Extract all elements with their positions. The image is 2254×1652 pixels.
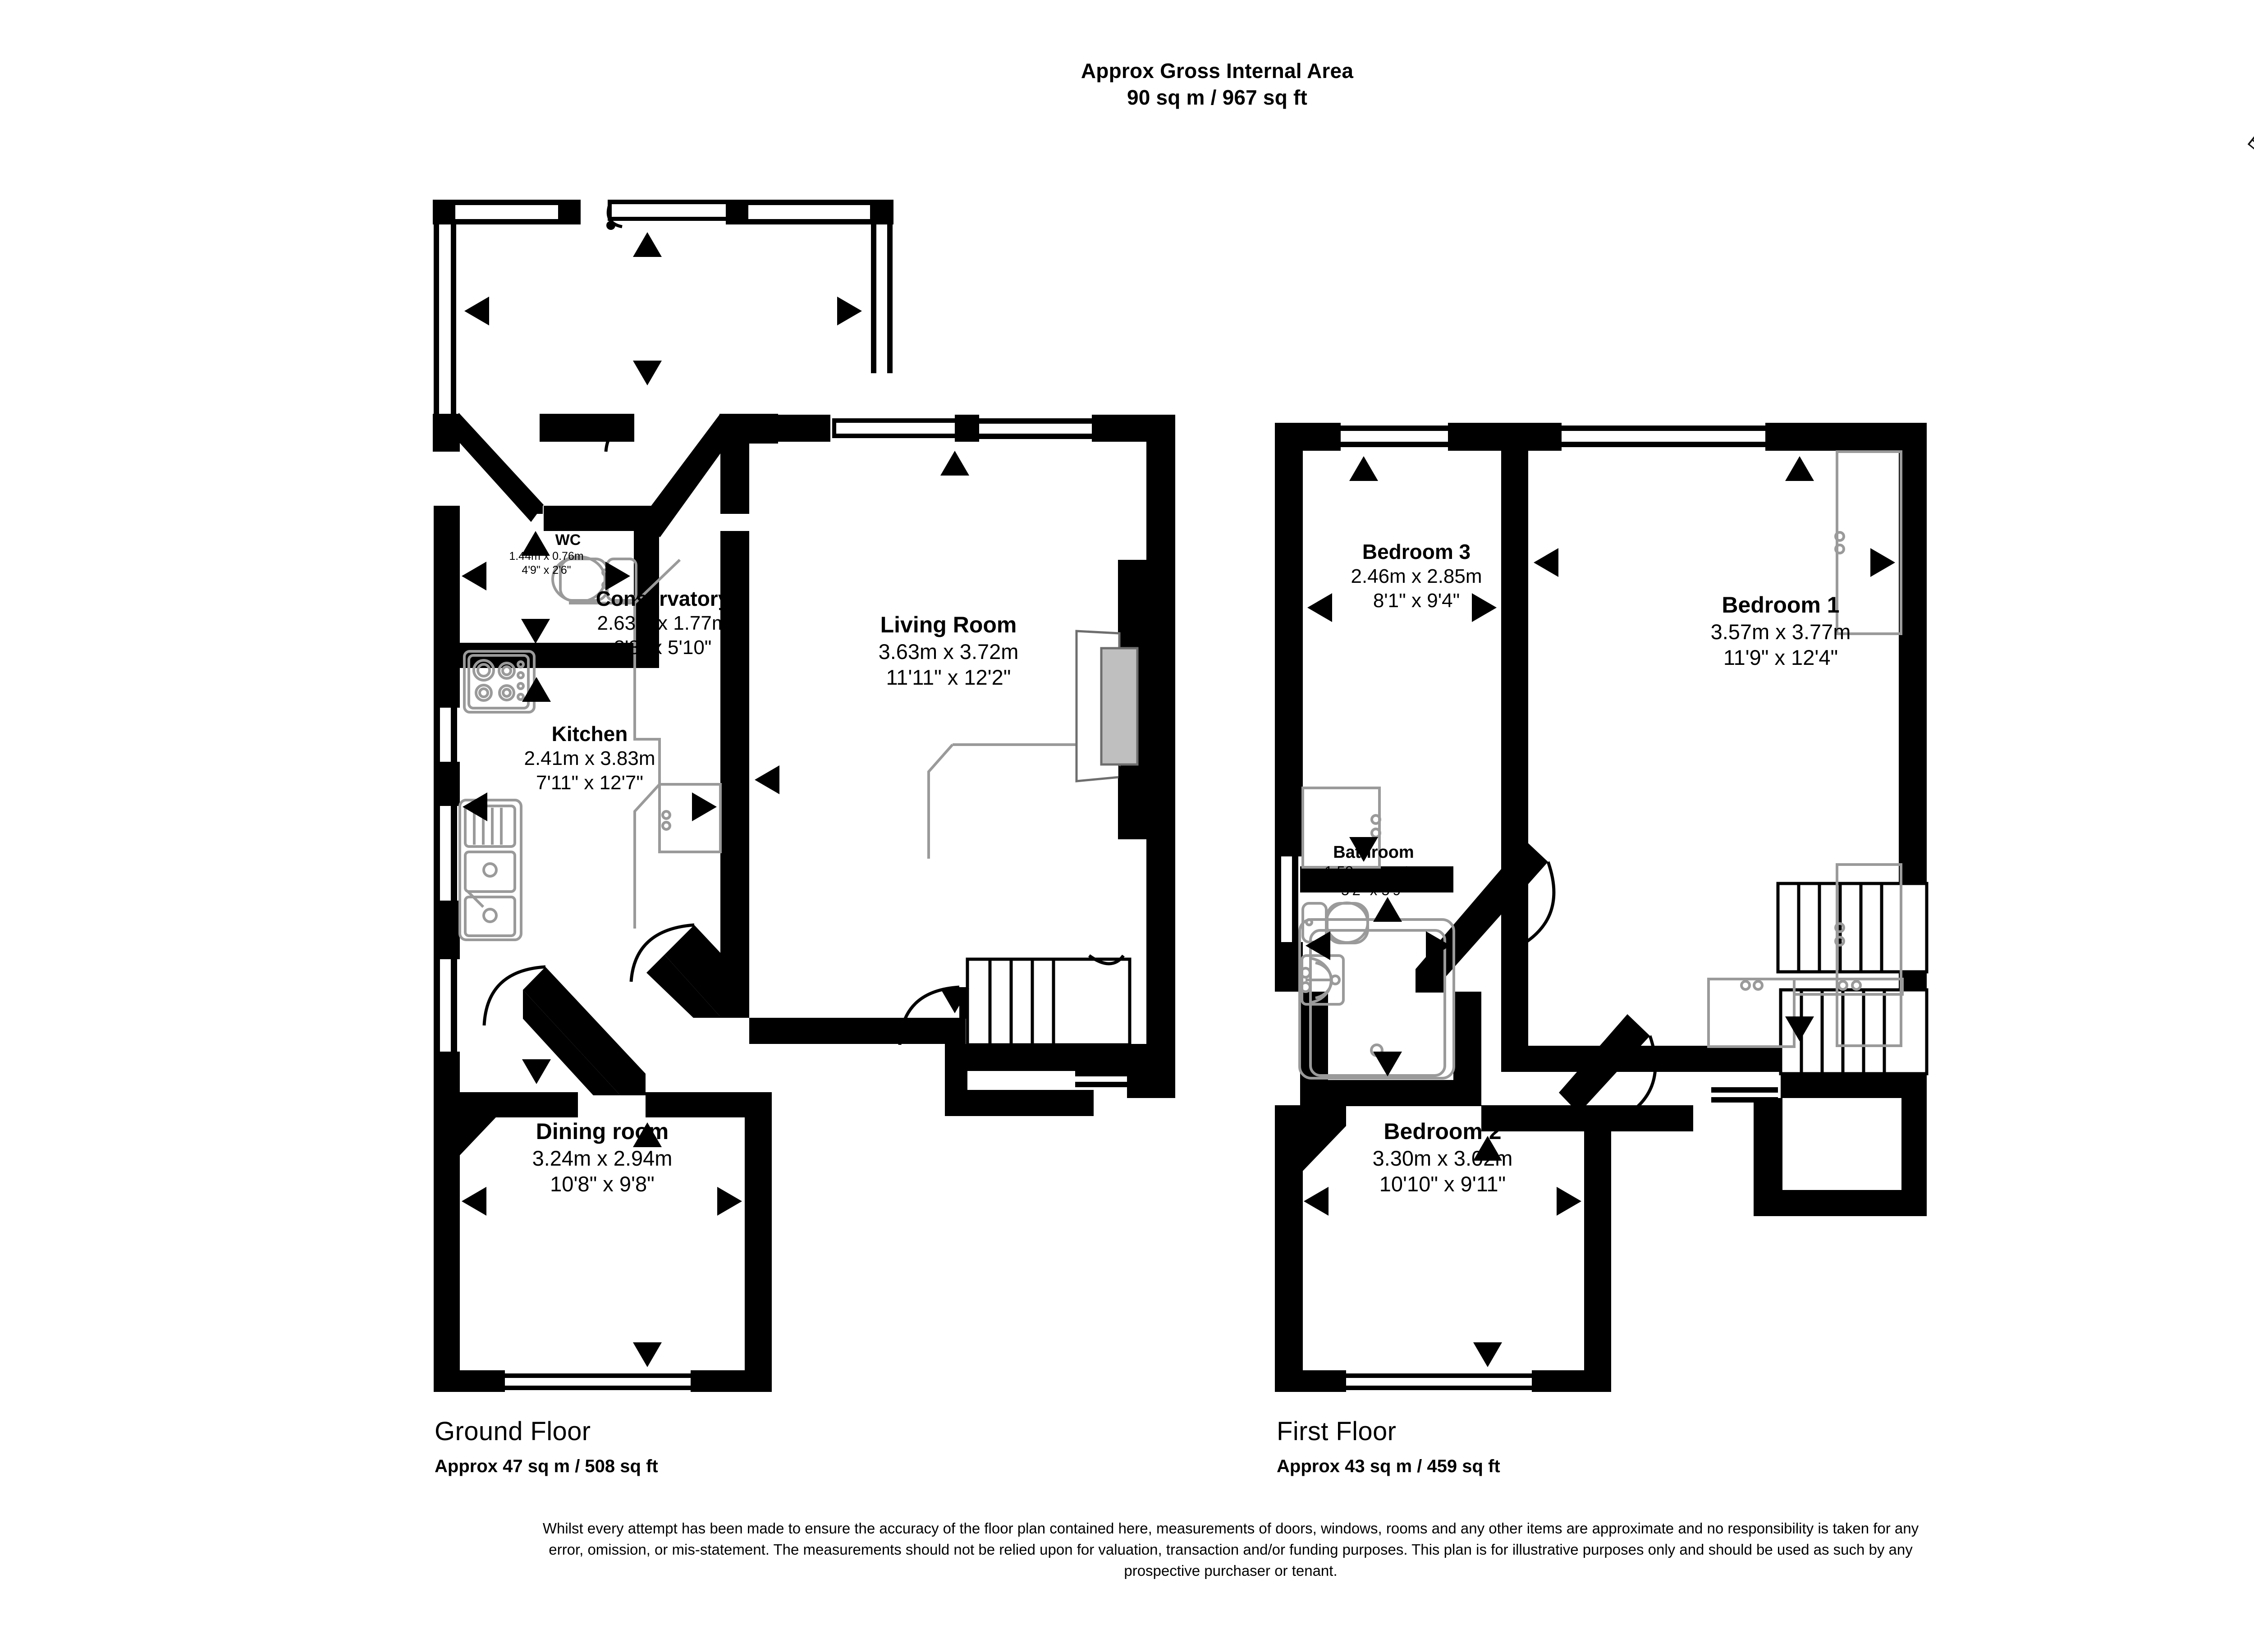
bedroom1-unit bbox=[1707, 978, 1904, 1048]
room-metric: 3.30m x 3.02m bbox=[1372, 1146, 1513, 1170]
room-name: Living Room bbox=[880, 612, 1017, 637]
room-metric: 2.63m x 1.77m bbox=[597, 612, 728, 635]
floor-area: Approx 43 sq m / 459 sq ft bbox=[1277, 1456, 1500, 1476]
living-room-fireplace bbox=[1075, 630, 1139, 783]
room-name: Kitchen bbox=[551, 722, 628, 746]
room-label-living-room: Living Room 3.63m x 3.72m 11'11" x 12'2" bbox=[777, 611, 1120, 691]
gross-area-value: 90 sq m / 967 sq ft bbox=[1127, 85, 1308, 109]
ground-dimension-arrows bbox=[462, 232, 1143, 1367]
room-metric: 1.58m x 1.76m bbox=[1324, 863, 1423, 880]
kitchen-hob-icon bbox=[463, 650, 536, 714]
room-label-wc: WC 1.44m x 0.76m 4'9" x 2'6" bbox=[474, 531, 618, 577]
room-imperial: 5'2" x 5'9" bbox=[1341, 881, 1406, 898]
room-label-bedroom-3: Bedroom 3 2.46m x 2.85m 8'1" x 9'4" bbox=[1295, 539, 1538, 613]
conservatory-structure bbox=[433, 200, 893, 414]
room-name: Bedroom 1 bbox=[1722, 592, 1840, 618]
room-imperial: 7'11" x 12'7" bbox=[536, 771, 644, 794]
conservatory-door-hinge bbox=[606, 221, 615, 230]
room-label-bedroom-1: Bedroom 1 3.57m x 3.77m 11'9" x 12'4" bbox=[1641, 591, 1920, 671]
room-label-bathroom: Bathroom 1.58m x 1.76m 5'2" x 5'9" bbox=[1268, 842, 1480, 899]
room-metric: 3.63m x 3.72m bbox=[878, 640, 1019, 664]
room-label-bedroom-2: Bedroom 2 3.30m x 3.02m 10'10" x 9'11" bbox=[1303, 1118, 1582, 1197]
room-metric: 2.41m x 3.83m bbox=[524, 747, 655, 770]
ground-floor-staircase bbox=[966, 957, 1142, 1087]
room-imperial: 11'11" x 12'2" bbox=[886, 665, 1011, 690]
room-name: Bedroom 3 bbox=[1362, 540, 1471, 563]
first-floor-door-swings bbox=[1515, 861, 1657, 1122]
floor-title: Ground Floor bbox=[435, 1417, 591, 1446]
room-name: WC bbox=[555, 531, 581, 549]
conservatory-door-swing bbox=[606, 204, 623, 229]
ground-floor-plan bbox=[433, 200, 1175, 1392]
room-metric: 3.24m x 2.94m bbox=[532, 1146, 673, 1170]
room-name: Bathroom bbox=[1333, 843, 1414, 862]
room-imperial: 10'8" x 9'8" bbox=[550, 1172, 655, 1196]
room-metric: 1.44m x 0.76m bbox=[509, 550, 584, 563]
room-metric: 3.57m x 3.77m bbox=[1710, 620, 1851, 644]
disclaimer-text: Whilst every attempt has been made to en… bbox=[542, 1520, 1919, 1579]
first-dimension-arrows bbox=[1304, 456, 1895, 1367]
room-label-dining-room: Dining room 3.24m x 2.94m 10'8" x 9'8" bbox=[476, 1118, 728, 1197]
first-floor-staircase-upper bbox=[1776, 882, 1929, 974]
room-name: Bedroom 2 bbox=[1384, 1119, 1502, 1144]
first-floor-plan bbox=[1275, 423, 1929, 1392]
room-metric: 2.46m x 2.85m bbox=[1351, 565, 1482, 588]
ground-floor-caption: Ground Floor Approx 47 sq m / 508 sq ft bbox=[435, 1416, 658, 1477]
room-imperial: 8'1" x 9'4" bbox=[1373, 589, 1460, 612]
bedroom1-wardrobe-bottom bbox=[1834, 863, 1902, 1047]
room-label-conservatory: Conservatory 2.63m x 1.77m 8'8" x 5'10" bbox=[491, 586, 834, 659]
room-imperial: 4'9" x 2'6" bbox=[522, 563, 571, 577]
first-floor-caption: First Floor Approx 43 sq m / 459 sq ft bbox=[1277, 1416, 1500, 1477]
gross-internal-area-header: Approx Gross Internal Area 90 sq m / 967… bbox=[857, 58, 1578, 111]
room-label-kitchen: Kitchen 2.41m x 3.83m 7'11" x 12'7" bbox=[459, 721, 720, 795]
room-imperial: 8'8" x 5'10" bbox=[614, 636, 712, 659]
gross-area-title: Approx Gross Internal Area bbox=[1081, 59, 1354, 82]
kitchen-worktop-outline bbox=[569, 558, 1118, 929]
floor-area: Approx 47 sq m / 508 sq ft bbox=[435, 1456, 658, 1476]
first-floor-landing-rail bbox=[1711, 1087, 1778, 1103]
room-imperial: 10'10" x 9'11" bbox=[1379, 1172, 1506, 1196]
floor-title: First Floor bbox=[1277, 1417, 1397, 1446]
ground-floor-cupboard bbox=[1088, 954, 1125, 966]
room-name: Conservatory bbox=[596, 587, 730, 610]
room-imperial: 11'9" x 12'4" bbox=[1723, 645, 1838, 670]
bathroom-toilet-icon bbox=[1301, 902, 1369, 944]
bedroom3-wardrobe bbox=[1301, 787, 1381, 869]
kitchen-sink-icon bbox=[458, 799, 522, 941]
bedroom1-wardrobe-top bbox=[1834, 450, 1902, 635]
room-name: Dining room bbox=[536, 1119, 669, 1144]
